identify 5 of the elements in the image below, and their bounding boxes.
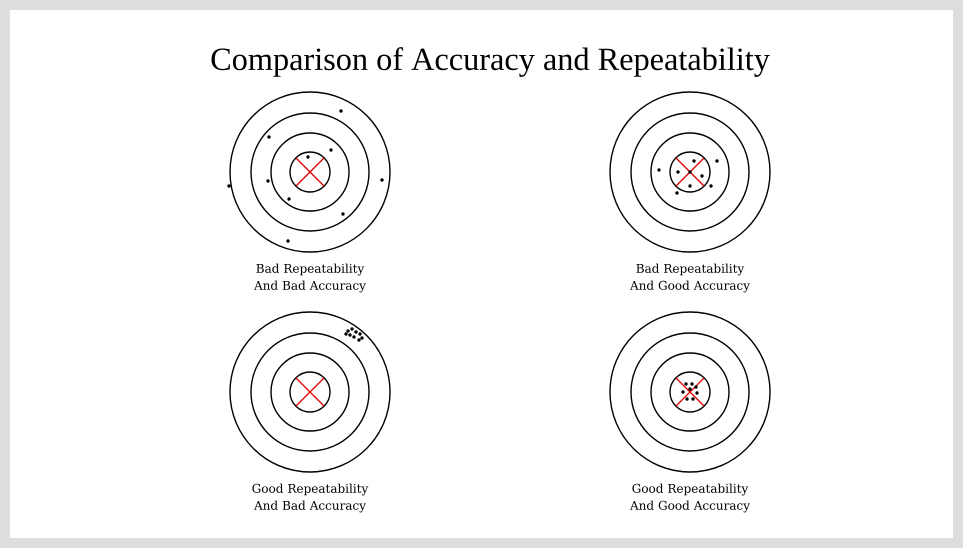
target-caption: Good Repeatability And Bad Accuracy [252,484,368,512]
title: Comparison of Accuracy and Repeatability [211,47,770,77]
target-caption: Good Repeatability And Good Accuracy [630,484,750,512]
target-caption: Bad Repeatability And Good Accuracy [630,264,750,292]
target-caption: Bad Repeatability And Bad Accuracy [254,264,366,292]
